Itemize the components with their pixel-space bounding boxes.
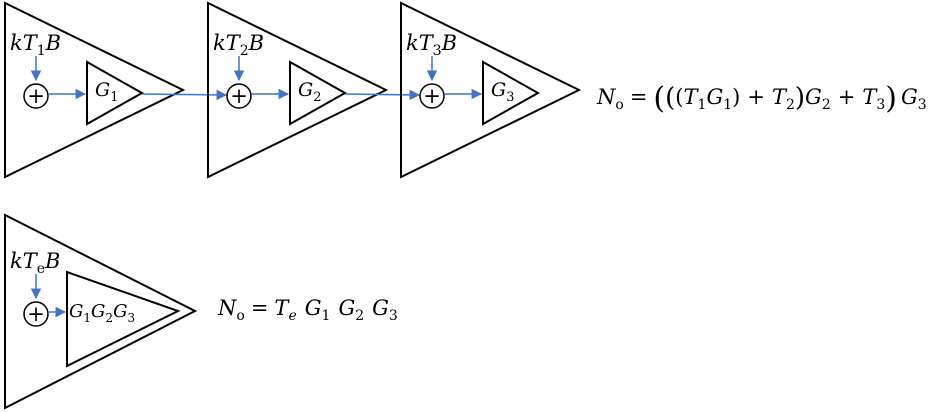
stage-3-outer-triangle	[400, 1, 582, 179]
equivalent-gain-label: G1G2G3	[69, 301, 135, 325]
stage-2-sum-junction	[226, 83, 252, 109]
stage-2-gain-triangle	[289, 60, 348, 126]
equivalent-sum-symbol: +	[27, 302, 45, 326]
stage-2-gain-label: G2	[298, 79, 321, 105]
equivalent-sum-junction	[23, 301, 49, 327]
stage-3-sum-symbol: +	[423, 84, 441, 108]
stage-1-sum-symbol: +	[27, 84, 45, 108]
stage-3-noise-label: kT3B	[406, 31, 457, 59]
stage-3: kT3B + G3	[400, 1, 582, 179]
stage-3-gain-triangle	[482, 60, 541, 126]
equivalent-gain-triangle	[66, 270, 181, 368]
stage-1-noise-label: kT1B	[10, 31, 61, 59]
stage-1-gain-label: G1	[95, 79, 118, 105]
stage-2-sum-symbol: +	[230, 84, 248, 108]
stage-2-outer-triangle	[207, 1, 389, 179]
stage-1-outer-triangle	[4, 1, 186, 179]
stage-2-noise-label: kT2B	[213, 31, 264, 59]
stage-1-gain-triangle	[86, 60, 145, 126]
stage-3-gain-label: G3	[491, 79, 514, 105]
equivalent-stage: kTeB + G1G2G3	[4, 213, 198, 410]
cascade-noise-equation: No=(((T1G1)+T2)G2+T3)G3	[596, 81, 927, 116]
stage-2: kT2B + G2	[207, 1, 421, 179]
stage-1-sum-junction	[23, 83, 49, 109]
equivalent-noise-label: kTeB	[10, 249, 60, 277]
equivalent-outer-triangle	[4, 213, 198, 410]
stage-2-output-arrow	[344, 89, 421, 101]
stage-3-sum-junction	[419, 83, 445, 109]
stage-1: kT1B + G1	[4, 1, 228, 179]
stage-1-output-arrow	[141, 89, 228, 101]
